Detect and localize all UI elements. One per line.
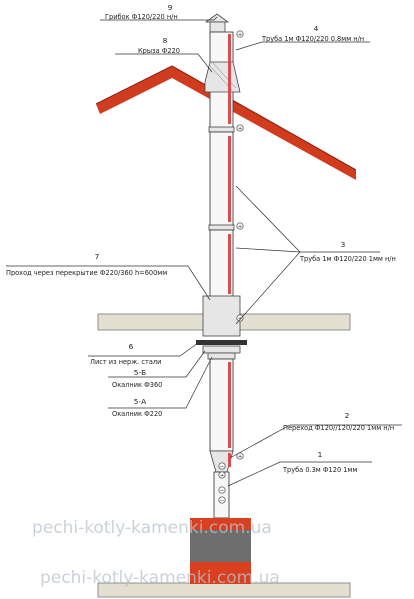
svg-text:−: − [220, 464, 225, 470]
steel-sheet [196, 340, 247, 345]
insulation-strip [228, 362, 231, 448]
flow-marker: + [236, 314, 244, 322]
pipe-joint [208, 126, 235, 133]
flow-marker: + [236, 222, 244, 230]
leader-1 [227, 461, 372, 487]
insulation-strip [228, 453, 231, 467]
insulation-strip [228, 34, 231, 124]
watermark-bottom: pechi-kotly-kamenki.com.ua [40, 568, 280, 588]
label-4-number: 4 [314, 24, 319, 33]
svg-text:+: + [238, 224, 243, 230]
labels: 9 Грибок Ф120/220 н/н 8 Крыза Ф220 4 Тру… [6, 3, 396, 474]
flow-marker: + [236, 30, 244, 38]
pipe-joint [208, 224, 235, 231]
svg-text:+: + [238, 454, 243, 460]
label-5a-text: Окалник Ф220 [112, 410, 162, 418]
label-3-number: 3 [341, 240, 346, 249]
flow-marker: + [218, 471, 226, 479]
chimney-cap-neck [209, 21, 226, 33]
leader-9 [100, 16, 218, 21]
collar-360 [202, 345, 241, 354]
leader-5a [108, 356, 213, 409]
label-5a-number: 5-А [134, 397, 146, 406]
roof [95, 65, 357, 180]
stove-band [190, 530, 251, 562]
watermark-top: pechi-kotly-kamenki.com.ua [32, 518, 272, 538]
leader-3c [235, 251, 301, 325]
flashing-hatch [211, 61, 237, 89]
label-5b-number: 5-Б [134, 368, 146, 377]
leader-5b [108, 350, 206, 378]
label-2-number: 2 [345, 411, 350, 420]
leader-6 [88, 342, 199, 357]
leader-2 [229, 424, 402, 459]
insulation-strip [228, 234, 231, 294]
label-1-number: 1 [318, 450, 323, 459]
label-9-number: 9 [168, 3, 173, 12]
svg-text:−: − [220, 498, 225, 504]
collar-220 [207, 352, 236, 360]
label-9-text: Грибок Ф120/220 н/н [105, 13, 178, 21]
flow-marker: − [218, 486, 226, 494]
svg-text:+: + [238, 32, 243, 38]
flow-marker: − [218, 462, 226, 470]
ceiling-pass-through [202, 295, 241, 337]
flow-marker: + [236, 124, 244, 132]
svg-text:+: + [220, 473, 225, 479]
leader-lines [6, 16, 402, 487]
label-4-text: Труба 1м Ф120/220 0.8мм н/н [261, 35, 364, 43]
chimney-column [190, 13, 251, 584]
label-5b-text: Окалник Ф360 [112, 381, 162, 389]
flow-marker: − [218, 496, 226, 504]
flow-markers: + + + + + − + − − [218, 30, 244, 504]
label-7-number: 7 [95, 252, 100, 261]
label-8-number: 8 [163, 36, 168, 45]
insulation-strips [228, 34, 231, 467]
roof-tile-edge [95, 65, 357, 171]
label-2-text: Переход Ф120//120/220 1мм н/н [283, 424, 394, 432]
label-3-text: Труба 1м Ф120/220 1мм н/н [299, 255, 396, 263]
svg-text:−: − [220, 488, 225, 494]
leader-8 [115, 53, 213, 73]
label-6-number: 6 [129, 342, 134, 351]
leader-4 [235, 41, 370, 51]
svg-text:+: + [238, 126, 243, 132]
roof-flashing [204, 61, 241, 93]
label-7-text: Проход через перекрытие Ф220/360 h=600мм [6, 269, 167, 277]
leader-7 [6, 265, 211, 301]
insulation-strip [228, 136, 231, 222]
chimney-cap [204, 13, 230, 23]
leader-3a [235, 185, 301, 253]
label-8-text: Крыза Ф220 [138, 47, 180, 55]
leader-3b [235, 247, 301, 253]
label-1-text: Труба 0.3м Ф120 1мм [282, 466, 357, 474]
label-6-text: Лист из нерж. стали [90, 358, 161, 366]
